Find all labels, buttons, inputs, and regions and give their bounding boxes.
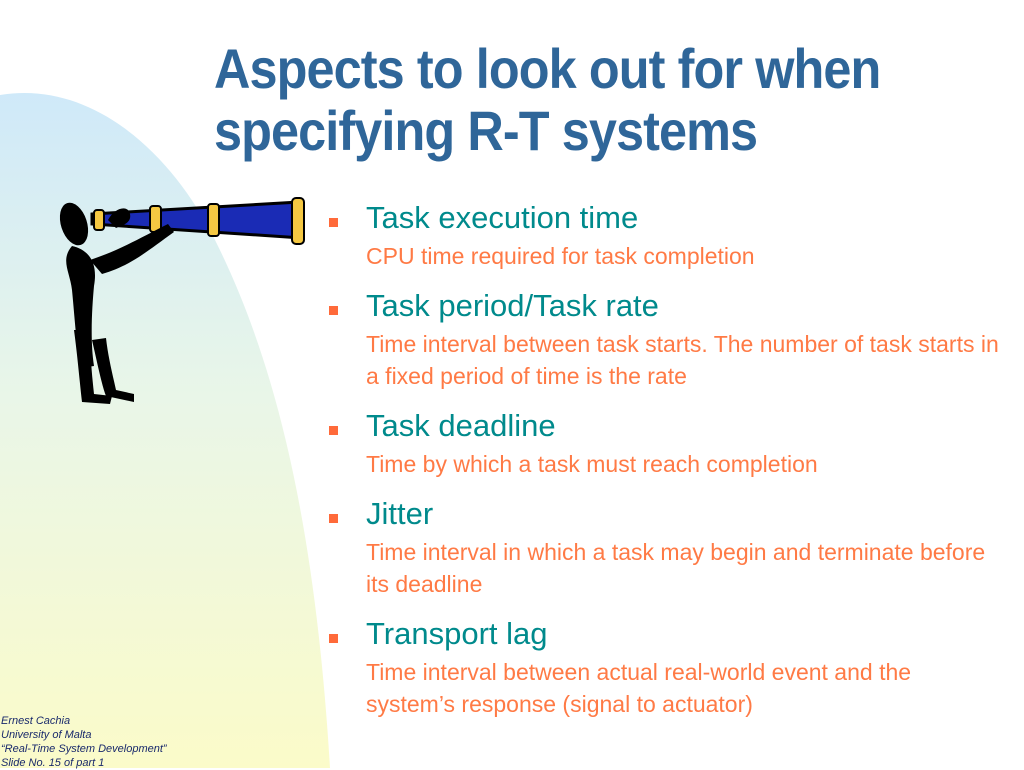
bullet-item-transport-lag: Transport lag Time interval between actu… [326,612,1006,724]
person-telescope-icon [59,197,305,404]
bullet-heading: Task deadline [366,408,556,443]
bullet-heading: Task execution time [366,200,639,235]
figure-hand [108,208,131,228]
bullet-heading: Jitter [366,496,434,531]
bullet-list: Task execution time CPU time required fo… [326,196,1006,732]
bullet-item-execution-time: Task execution time CPU time required fo… [326,196,1006,276]
figure-leg-front [92,338,134,402]
bullet-description: Time interval between task starts. The n… [366,331,999,389]
bullet-description: Time interval between actual real-world … [366,659,912,717]
slide-title: Aspects to look out for when specifying … [214,38,934,162]
telescope-band-4 [291,197,305,245]
footer-slide-number: Slide No. 15 of part 1 [1,757,105,769]
square-bullet-icon [329,426,338,435]
footer-course: “Real-Time System Development” [1,743,167,755]
figure-arm [90,224,174,274]
title-line-2: specifying R-T systems [214,99,758,162]
square-bullet-icon [329,218,338,227]
telescope-band-2 [149,205,162,233]
square-bullet-icon [329,514,338,523]
footer-university: University of Malta [1,729,92,741]
footer-author: Ernest Cachia [1,715,71,727]
title-line-1: Aspects to look out for when [214,37,881,100]
bullet-heading: Task period/Task rate [366,288,659,323]
bullet-description: Time by which a task must reach completi… [366,451,818,477]
square-bullet-icon [329,634,338,643]
bullet-item-task-period: Task period/Task rate Time interval betw… [326,284,1006,396]
telescope-band-3 [207,203,220,237]
slide-footer: Ernest Cachia University of Malta “Real-… [1,714,167,770]
figure-leg-back [74,330,112,404]
bullet-heading: Transport lag [366,616,548,651]
figure-head [59,202,89,246]
bullet-item-jitter: Jitter Time interval in which a task may… [326,492,1006,604]
telescope-band-1 [93,209,105,231]
bullet-item-deadline: Task deadline Time by which a task must … [326,404,1006,484]
bullet-description: CPU time required for task completion [366,243,755,269]
bullet-description: Time interval in which a task may begin … [366,539,986,597]
square-bullet-icon [329,306,338,315]
